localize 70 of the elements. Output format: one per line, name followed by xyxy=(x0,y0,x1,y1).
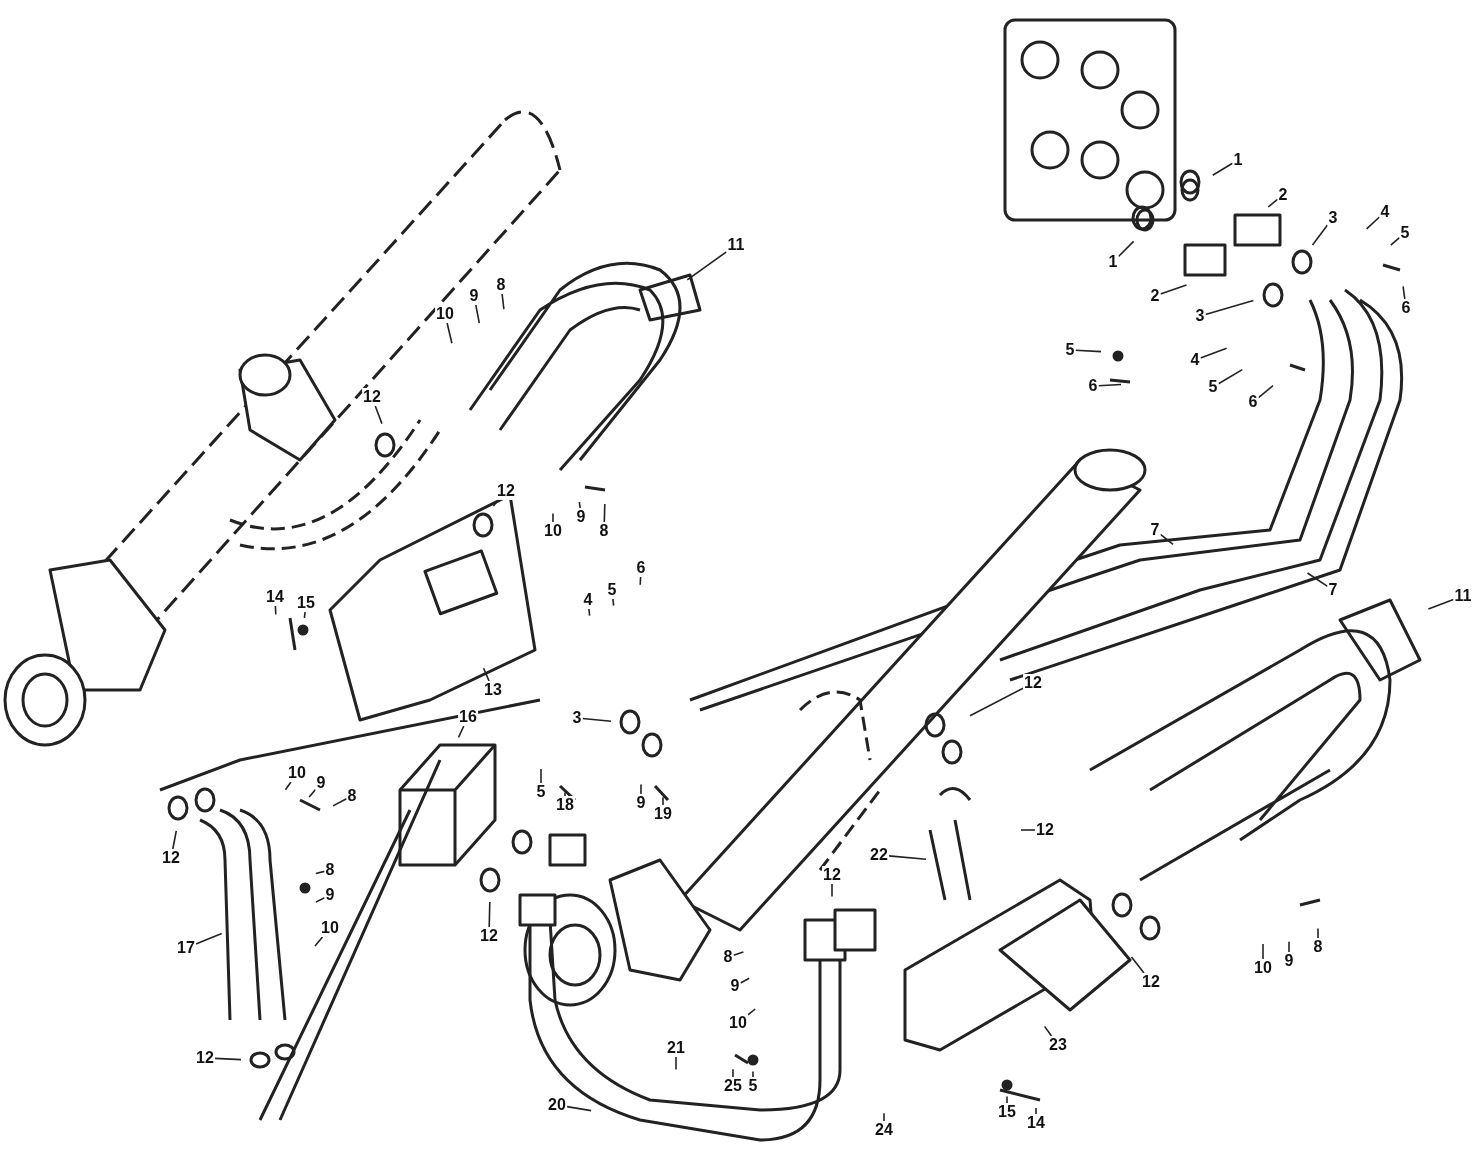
callout-number: 12 xyxy=(362,388,382,406)
leader-line xyxy=(457,725,465,739)
leader-line xyxy=(492,499,500,507)
leader-line xyxy=(1020,829,1036,831)
leader-line xyxy=(1097,383,1122,387)
leader-line xyxy=(1074,349,1102,353)
leader-line xyxy=(662,796,664,806)
leader-line xyxy=(1306,572,1329,588)
leader-line xyxy=(888,855,927,860)
leader-line xyxy=(332,798,348,807)
leader-line xyxy=(214,1057,242,1061)
leader-line xyxy=(540,768,542,784)
leader-line xyxy=(1159,284,1188,295)
callout-number: 10 xyxy=(320,919,340,937)
leader-line xyxy=(732,951,745,957)
leader-line xyxy=(564,791,566,797)
leader-line xyxy=(1317,927,1319,939)
leader-line xyxy=(640,783,642,795)
leader-line xyxy=(883,1112,885,1122)
leader-line xyxy=(732,1068,734,1078)
leader-line xyxy=(1262,943,1264,960)
leader-line xyxy=(1217,368,1244,385)
leader-line xyxy=(1365,216,1381,230)
leader-line xyxy=(1117,240,1135,258)
leader-line xyxy=(686,251,728,281)
leader-line xyxy=(1159,533,1174,546)
leader-line xyxy=(588,608,591,617)
leader-line xyxy=(314,936,324,947)
leader-line xyxy=(552,512,554,523)
callout-number: 10 xyxy=(435,305,455,323)
leader-line xyxy=(1204,299,1255,316)
leader-line xyxy=(195,932,223,945)
leader-line xyxy=(1257,384,1274,399)
leader-line xyxy=(482,667,490,682)
leader-line xyxy=(1427,598,1455,610)
leader-line xyxy=(1043,1025,1053,1037)
leader-line xyxy=(603,503,606,523)
leader-line xyxy=(675,1056,677,1071)
leader-line xyxy=(1199,347,1228,359)
callout-number: 10 xyxy=(287,764,307,782)
leader-line xyxy=(566,1105,592,1112)
leader-line xyxy=(578,501,581,509)
leader-line xyxy=(501,293,505,310)
leader-line xyxy=(1035,1107,1037,1115)
leader-line xyxy=(1311,224,1329,246)
leader-line xyxy=(1006,1095,1008,1104)
leader-line xyxy=(374,405,383,425)
callout-number: 9 xyxy=(468,287,480,305)
leader-line xyxy=(1130,956,1145,974)
leader-line xyxy=(612,598,615,607)
leader-line xyxy=(303,611,306,619)
leader-line xyxy=(1211,162,1234,177)
leader-line xyxy=(969,687,1024,717)
leader-line xyxy=(475,304,481,324)
callout-number: 12 xyxy=(496,482,516,500)
leader-line xyxy=(284,781,292,791)
leader-line xyxy=(1267,198,1279,208)
callout-number: 16 xyxy=(458,708,478,726)
callout-number: 12 xyxy=(1023,674,1043,692)
leader-line xyxy=(1288,941,1290,953)
leader-line xyxy=(831,883,833,898)
leader-line xyxy=(581,717,612,722)
leader-line xyxy=(446,322,453,344)
leader-line xyxy=(488,901,491,928)
leader-line xyxy=(752,1070,754,1078)
leader-line xyxy=(315,896,326,903)
leader-line xyxy=(1390,236,1401,246)
leader-line xyxy=(747,1008,756,1016)
leader-line xyxy=(1402,285,1406,300)
leader-line xyxy=(172,830,178,850)
